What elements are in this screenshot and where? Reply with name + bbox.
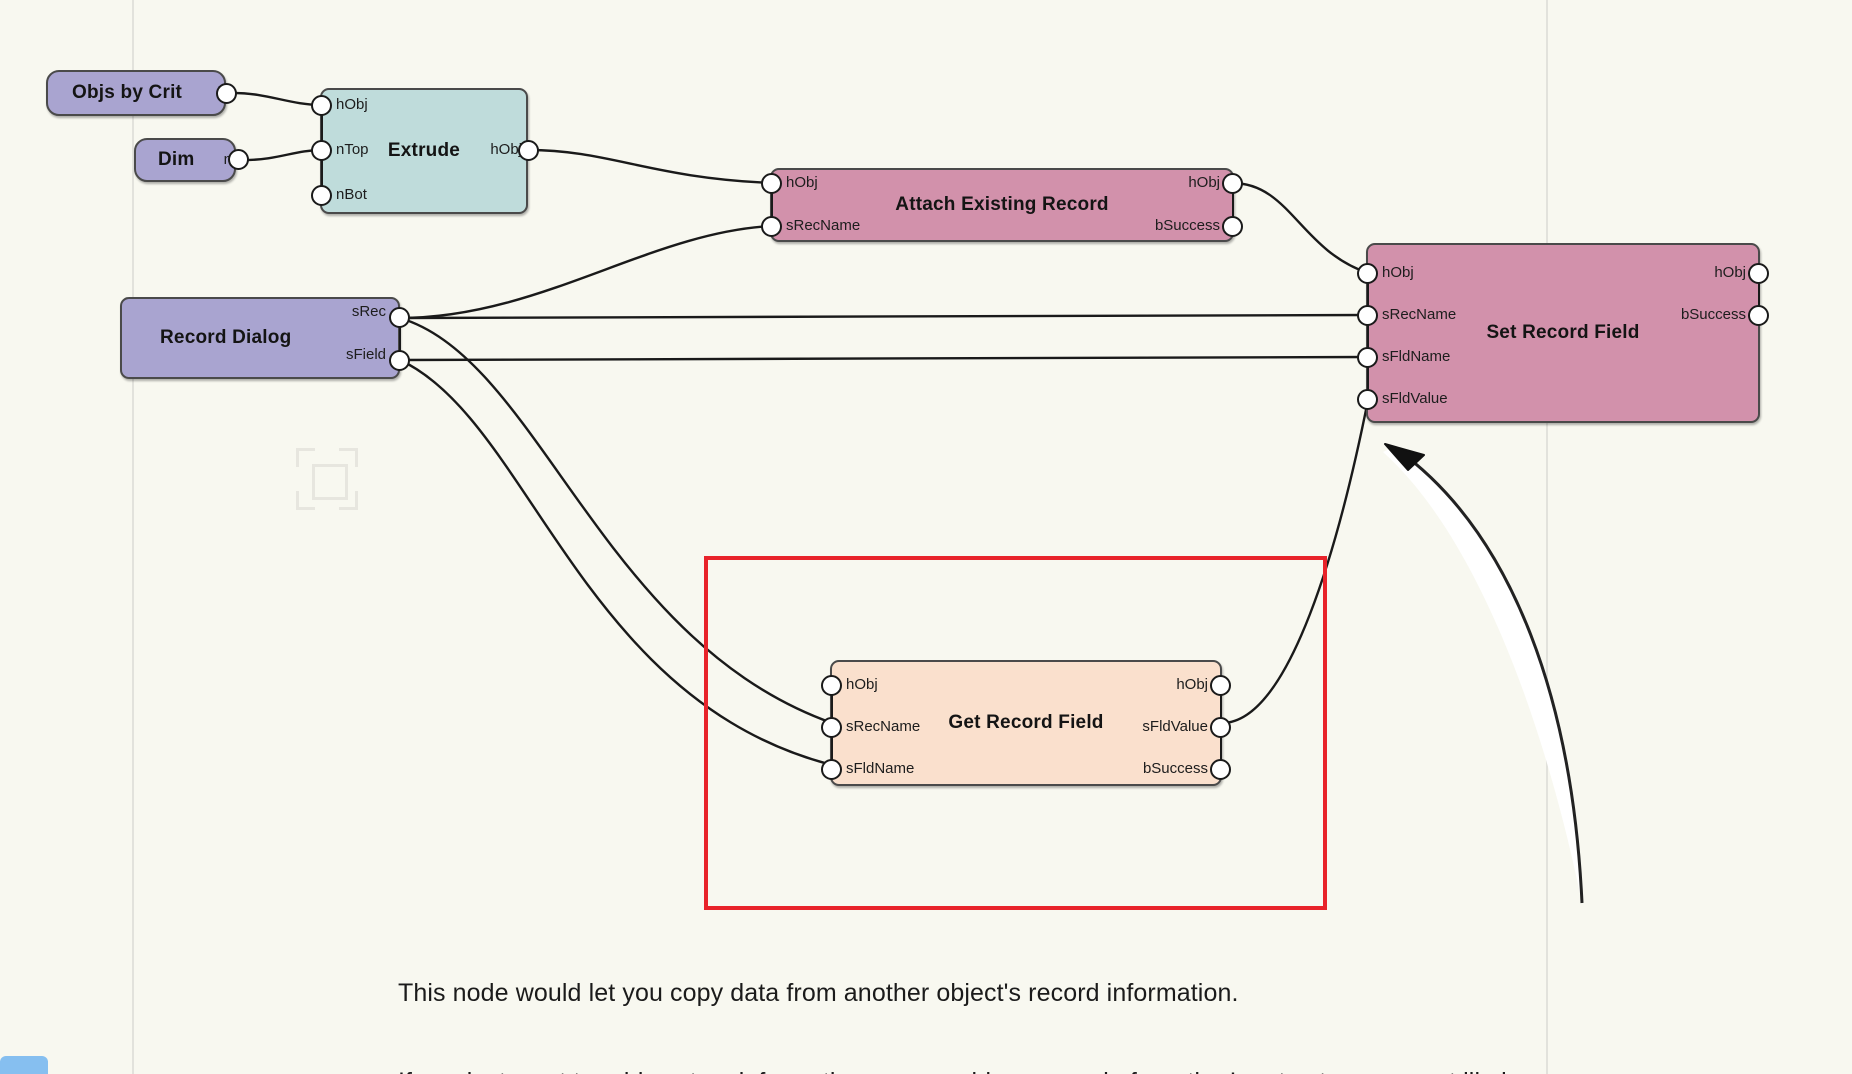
wire-getrec-sfldvalue-to-setrec-sfldvalue <box>1221 399 1370 725</box>
port-label-extrude-in-nbot: nBot <box>336 186 367 203</box>
node-extrude[interactable]: Extrude <box>320 88 528 214</box>
port-record-dialog-out-sfield[interactable] <box>389 350 410 371</box>
port-rail-record-dialog-out <box>399 316 401 360</box>
port-label-setrec-in-sfldname: sFldName <box>1382 348 1451 365</box>
port-setrec-out-bsuccess[interactable] <box>1748 305 1769 326</box>
port-label-getrec-in-hobj: hObj <box>846 676 878 693</box>
get-record-field-highlight <box>704 556 1327 910</box>
port-rail-set-record-field-out <box>1758 278 1760 322</box>
port-label-getrec-out-hobj: hObj <box>1176 676 1208 693</box>
port-label-setrec-out-bsuccess: bSuccess <box>1680 306 1746 323</box>
port-extrude-out-hobj[interactable] <box>518 140 539 161</box>
node-dim[interactable]: Dim <box>134 138 236 182</box>
caption-line-2: If you just want to add custom informati… <box>398 1068 1519 1074</box>
node-set-record-field[interactable]: Set Record Field <box>1366 243 1760 423</box>
node-title-dim: Dim <box>158 149 195 170</box>
wire-recdialog-srec-to-getrec-srecname <box>399 316 833 725</box>
port-setrec-in-hobj[interactable] <box>1357 263 1378 284</box>
port-extrude-in-hobj[interactable] <box>311 95 332 116</box>
port-label-record-dialog-out-srec: sRec <box>351 303 386 320</box>
node-title-objs-by-crit: Objs by Crit <box>72 82 183 103</box>
port-label-getrec-in-sfldname: sFldName <box>846 760 915 777</box>
node-title-extrude: Extrude <box>387 140 461 161</box>
crop-marker-corner-tl <box>296 448 315 467</box>
port-label-setrec-in-sfldvalue: sFldValue <box>1382 390 1448 407</box>
node-title-attach-existing-record: Attach Existing Record <box>895 194 1109 215</box>
port-attach-in-srecname[interactable] <box>761 216 782 237</box>
crop-marker-corner-tr <box>339 448 358 467</box>
port-label-setrec-out-hobj: hObj <box>1714 264 1746 281</box>
crop-marker-icon <box>296 448 358 510</box>
taskbar-item-sliver[interactable] <box>0 1056 48 1074</box>
port-attach-out-hobj[interactable] <box>1222 173 1243 194</box>
port-rail-set-record-field-in <box>1367 278 1369 401</box>
crop-marker-corner-br <box>339 491 358 510</box>
wire-recdialog-sfield-to-setrec-sfldname <box>399 355 1369 362</box>
port-setrec-in-sfldvalue[interactable] <box>1357 389 1378 410</box>
port-label-dim-out: n <box>210 151 232 168</box>
port-label-attach-in-hobj: hObj <box>786 174 818 191</box>
port-getrec-in-srecname[interactable] <box>821 717 842 738</box>
port-attach-in-hobj[interactable] <box>761 173 782 194</box>
port-label-attach-out-bsuccess: bSuccess <box>1154 217 1220 234</box>
caption-block: This node would let you copy data from a… <box>398 920 1519 1074</box>
port-label-setrec-in-srecname: sRecName <box>1382 306 1457 323</box>
port-objs-by-crit-out-h[interactable] <box>216 83 237 104</box>
port-getrec-in-hobj[interactable] <box>821 675 842 696</box>
port-label-attach-in-srecname: sRecName <box>786 217 861 234</box>
port-setrec-out-hobj[interactable] <box>1748 263 1769 284</box>
port-setrec-in-srecname[interactable] <box>1357 305 1378 326</box>
port-label-extrude-out-hobj: hObj <box>490 141 522 158</box>
port-getrec-out-sfldvalue[interactable] <box>1210 717 1231 738</box>
port-label-record-dialog-out-sfield: sField <box>345 346 386 363</box>
wire-attach-hobj-to-setrec-hobj <box>1231 181 1369 275</box>
port-label-attach-out-hobj: hObj <box>1188 174 1220 191</box>
port-label-extrude-in-ntop: nTop <box>336 141 369 158</box>
node-title-set-record-field: Set Record Field <box>1486 322 1640 343</box>
port-rail-attach-in <box>771 188 773 232</box>
port-getrec-in-sfldname[interactable] <box>821 759 842 780</box>
port-rail-attach-out <box>1232 188 1234 232</box>
node-objs-by-crit[interactable]: Objs by Crit <box>46 70 226 116</box>
port-getrec-out-hobj[interactable] <box>1210 675 1231 696</box>
wire-recdialog-sfield-to-getrec-sfldname <box>399 358 833 767</box>
port-attach-out-bsuccess[interactable] <box>1222 216 1243 237</box>
port-label-getrec-out-sfldvalue: sFldValue <box>1142 718 1208 735</box>
wire-extrude-to-attach-hobj <box>527 148 773 185</box>
port-extrude-in-nbot[interactable] <box>311 185 332 206</box>
port-setrec-in-sfldname[interactable] <box>1357 347 1378 368</box>
crop-marker-center-square <box>312 464 348 500</box>
port-extrude-in-ntop[interactable] <box>311 140 332 161</box>
port-dim-out-n[interactable] <box>228 149 249 170</box>
port-label-extrude-in-hobj: hObj <box>336 96 368 113</box>
node-get-record-field[interactable]: Get Record Field <box>830 660 1222 786</box>
port-label-setrec-in-hobj: hObj <box>1382 264 1414 281</box>
node-attach-existing-record[interactable]: Attach Existing Record <box>770 168 1234 242</box>
wire-recdialog-srec-to-attach-srecname <box>399 224 773 320</box>
port-record-dialog-out-srec[interactable] <box>389 307 410 328</box>
port-label-getrec-in-srecname: sRecName <box>846 718 921 735</box>
node-title-get-record-field: Get Record Field <box>948 712 1104 733</box>
node-title-record-dialog: Record Dialog <box>160 327 292 348</box>
port-getrec-out-bsuccess[interactable] <box>1210 759 1231 780</box>
port-label-getrec-out-bsuccess: bSuccess <box>1142 760 1208 777</box>
wire-recdialog-srec-to-setrec-srecname <box>399 313 1369 320</box>
node-record-dialog[interactable]: Record Dialog <box>120 297 400 379</box>
page-guide-left <box>132 0 134 1074</box>
crop-marker-corner-bl <box>296 491 315 510</box>
wire-objs-to-extrude-hobj <box>233 91 323 107</box>
caption-line-1: This node would let you copy data from a… <box>398 979 1239 1007</box>
